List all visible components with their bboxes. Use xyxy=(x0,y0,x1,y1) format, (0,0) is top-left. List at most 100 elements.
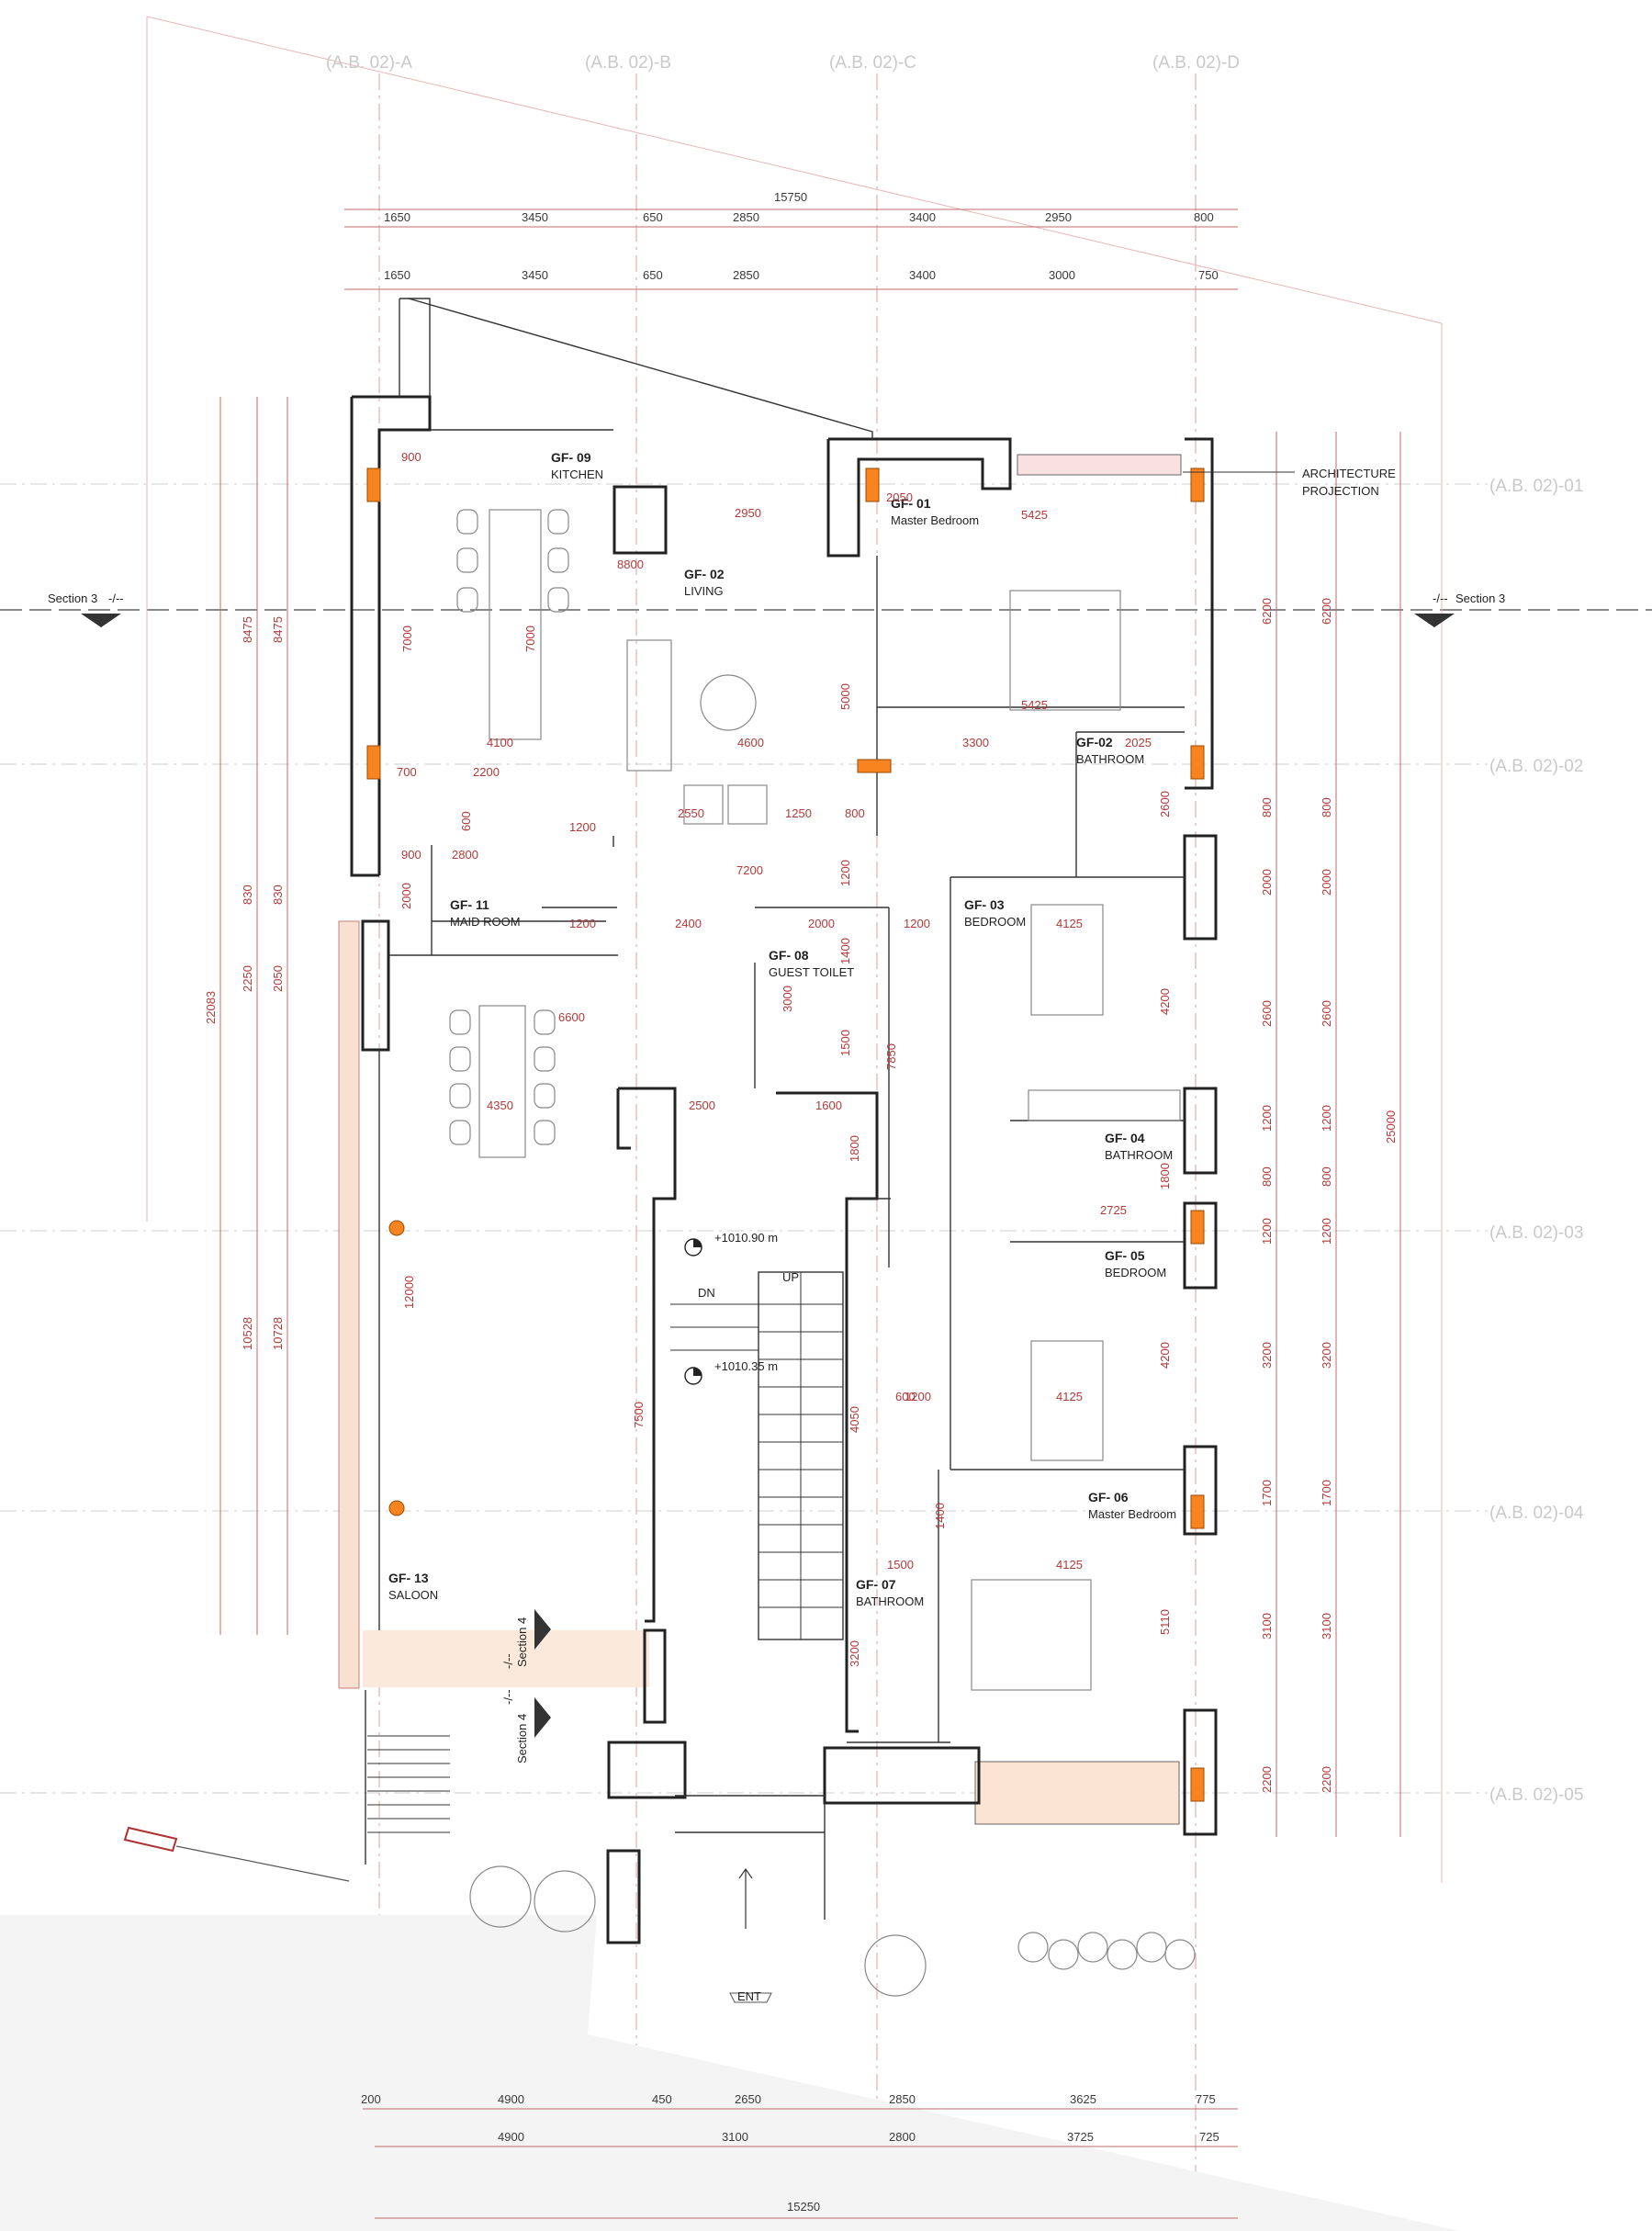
dining-table xyxy=(478,1005,526,1158)
room-code-gf11: GF- 11 xyxy=(450,897,489,912)
dim-4600: 4600 xyxy=(737,736,764,749)
dim-7200: 7200 xyxy=(736,863,763,877)
dim-1400a: 1400 xyxy=(838,938,852,964)
chair xyxy=(547,587,569,613)
dim-right-a1: 6200 xyxy=(1260,598,1274,625)
column xyxy=(857,759,892,773)
dim-top-r2-4: 2850 xyxy=(733,268,759,282)
dim-top-r2-7: 750 xyxy=(1198,268,1219,282)
dim-2050: 2050 xyxy=(886,490,913,504)
room-name-gf06: Master Bedroom xyxy=(1088,1507,1176,1521)
dim-top-r2-1: 1650 xyxy=(384,268,410,282)
chair xyxy=(534,1120,556,1145)
axis-label-a: (A.B. 02)-A xyxy=(326,53,412,73)
dim-right-b5: 1200 xyxy=(1320,1105,1333,1132)
dim-right-b3: 2000 xyxy=(1320,869,1333,896)
axis-label-04: (A.B. 02)-04 xyxy=(1489,1504,1584,1523)
dim-4125b: 4125 xyxy=(1056,1390,1083,1403)
dim-top-r2-2: 3450 xyxy=(522,268,548,282)
room-code-gf02b: GF-02 xyxy=(1076,735,1113,749)
right-dimensions: 25000 6200 800 2000 2600 1200 800 1200 3… xyxy=(1260,432,1401,1837)
section-4-bottom-label: Section 4 xyxy=(515,1714,529,1763)
dim-1600: 1600 xyxy=(815,1099,842,1112)
dim-bottom-r1-7: 775 xyxy=(1196,2092,1216,2106)
room-code-gf06: GF- 06 xyxy=(1088,1490,1129,1504)
column xyxy=(1190,1210,1205,1245)
section-4-bottom-arrow xyxy=(534,1697,551,1738)
column xyxy=(865,468,880,502)
chair xyxy=(534,1009,556,1035)
highlight-zones xyxy=(338,454,1182,1825)
column xyxy=(1190,745,1205,780)
room-name-gf02: LIVING xyxy=(684,584,724,598)
level-lower: +1010.35 m xyxy=(714,1359,778,1373)
shrub xyxy=(1107,1939,1138,1970)
dim-4100: 4100 xyxy=(487,736,513,749)
dim-right-b10: 3100 xyxy=(1320,1613,1333,1639)
dim-right-a3: 2000 xyxy=(1260,869,1274,896)
dim-6600: 6600 xyxy=(558,1010,585,1024)
dim-top-r2-5: 3400 xyxy=(909,268,936,282)
entrance-label: ENT xyxy=(737,1989,761,2003)
chair xyxy=(456,547,478,573)
dim-right-a11: 2200 xyxy=(1260,1766,1274,1793)
axis-label-c: (A.B. 02)-C xyxy=(829,53,916,73)
section-3-left-arrow xyxy=(81,614,121,627)
dim-left-mid-2: 830 xyxy=(241,885,254,905)
dim-bottom-r2-5: 725 xyxy=(1199,2130,1219,2144)
dim-2800: 2800 xyxy=(452,848,478,862)
sofa xyxy=(626,639,672,772)
dim-3300: 3300 xyxy=(962,736,989,749)
section-3-right-label: Section 3 xyxy=(1455,592,1505,605)
section-4-top-label: Section 4 xyxy=(515,1617,529,1667)
dim-bottom-r2-2: 3100 xyxy=(722,2130,748,2144)
room-code-gf04: GF- 04 xyxy=(1105,1131,1145,1145)
section-3-left-label: Section 3 xyxy=(48,592,97,605)
axis-label-01: (A.B. 02)-01 xyxy=(1489,477,1583,496)
inner-dimensions: 900 2050 5425 2950 8800 7000 7000 5000 4… xyxy=(397,450,1172,1667)
dim-bottom-r1-6: 3625 xyxy=(1070,2092,1096,2106)
room-code-gf03: GF- 03 xyxy=(964,897,1005,912)
dim-1200c: 1200 xyxy=(569,917,596,930)
dim-top-r1-2: 3450 xyxy=(522,210,548,224)
dim-2725: 2725 xyxy=(1100,1203,1127,1217)
chair xyxy=(534,1083,556,1109)
dim-2500: 2500 xyxy=(689,1099,715,1112)
dim-right-b2: 800 xyxy=(1320,797,1333,817)
dim-900a: 900 xyxy=(401,450,421,464)
dim-left-inner-4: 10728 xyxy=(271,1317,285,1350)
room-name-gf09: KITCHEN xyxy=(551,468,603,481)
dim-right-outer: 25000 xyxy=(1384,1110,1398,1144)
dim-left-mid-3: 2250 xyxy=(241,965,254,992)
dim-2400: 2400 xyxy=(675,917,702,930)
shrub xyxy=(1017,1932,1049,1963)
dim-bottom-r2-3: 2800 xyxy=(889,2130,916,2144)
section-3-left-tag: -/-- xyxy=(108,592,124,605)
section-markers: Section 3 -/-- -/-- Section 3 Section 4 … xyxy=(48,592,1505,1763)
shrub xyxy=(1077,1932,1108,1963)
dim-left-inner-2: 830 xyxy=(271,885,285,905)
room-code-gf02: GF- 02 xyxy=(684,567,725,581)
room-name-gf08: GUEST TOILET xyxy=(769,965,854,979)
columns xyxy=(366,468,1205,1802)
dim-right-a7: 1200 xyxy=(1260,1218,1274,1245)
column xyxy=(388,1220,405,1236)
chair xyxy=(547,509,569,535)
dim-1200b: 1200 xyxy=(838,860,852,886)
dim-left-mid-1: 8475 xyxy=(241,616,254,643)
axis-label-b: (A.B. 02)-B xyxy=(585,53,671,73)
armchair xyxy=(683,784,724,825)
room-code-gf05: GF- 05 xyxy=(1105,1248,1145,1263)
room-code-gf09: GF- 09 xyxy=(551,450,591,465)
dim-5425a: 5425 xyxy=(1021,508,1048,522)
tree xyxy=(534,1870,596,1932)
annotation-line-2: PROJECTION xyxy=(1302,484,1379,498)
dim-700: 700 xyxy=(397,765,417,779)
level-upper: +1010.90 m xyxy=(714,1231,778,1245)
axis-labels: (A.B. 02)-A (A.B. 02)-B (A.B. 02)-C (A.B… xyxy=(326,53,1584,1805)
armchair xyxy=(727,784,768,825)
chair xyxy=(449,1046,471,1072)
dim-bottom-r1-5: 2850 xyxy=(889,2092,916,2106)
column xyxy=(1190,1494,1205,1529)
dim-top-total: 15750 xyxy=(774,190,807,204)
